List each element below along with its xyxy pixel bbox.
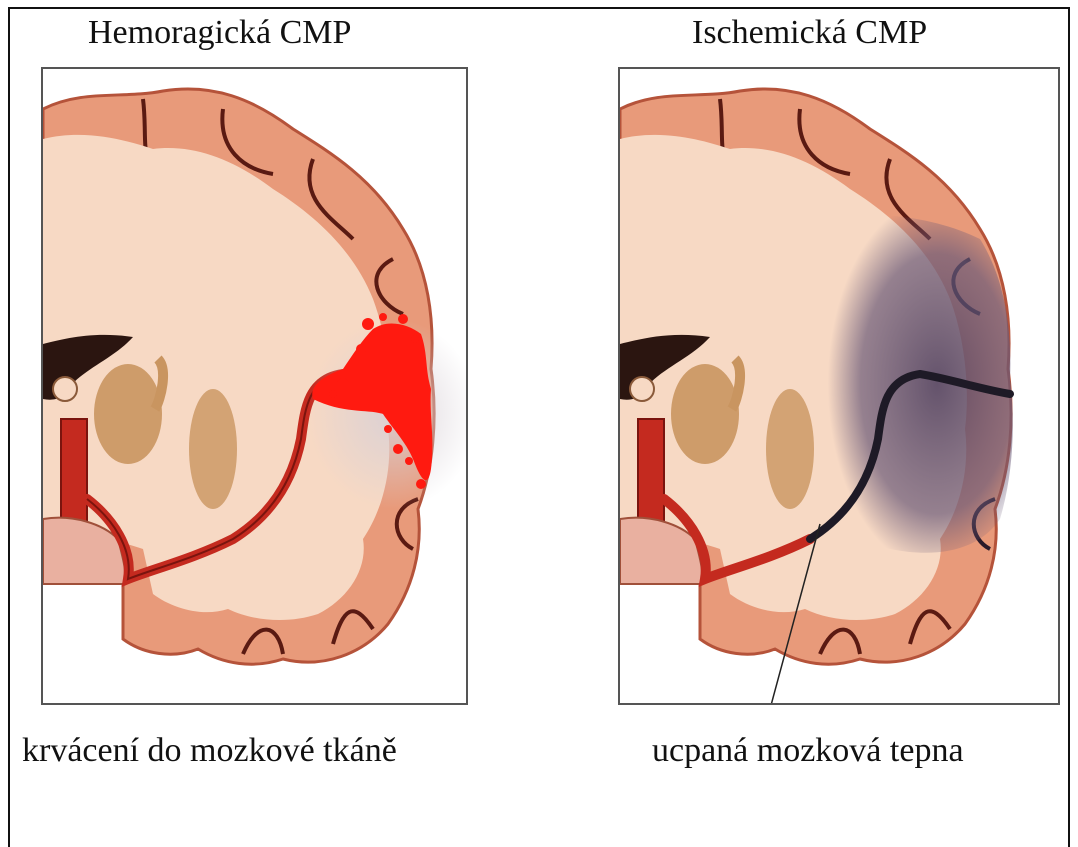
- basal-ganglia: [94, 364, 162, 464]
- hemorrhagic-caption: krvácení do mozkové tkáně: [22, 732, 397, 770]
- hemorrhagic-stroke-panel: Hemoragická CMP: [0, 0, 520, 814]
- basal-ganglia: [671, 364, 739, 464]
- ischemic-region: [814, 215, 1013, 553]
- brain-coronal-section-ischemic: [620, 69, 1058, 703]
- ischemic-caption: ucpaná mozková tepna: [652, 732, 964, 770]
- ischemic-stroke-panel: Ischemická CMP: [572, 0, 1078, 814]
- ischemic-brain-illustration: [618, 67, 1060, 705]
- brain-coronal-section-hemorrhagic: [43, 69, 466, 703]
- hemorrhagic-brain-illustration: [41, 67, 468, 705]
- ischemic-title: Ischemická CMP: [692, 14, 927, 52]
- hemorrhagic-title: Hemoragická CMP: [88, 14, 351, 52]
